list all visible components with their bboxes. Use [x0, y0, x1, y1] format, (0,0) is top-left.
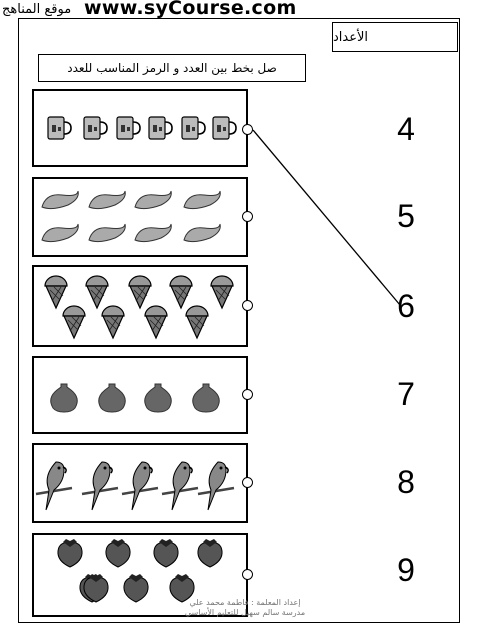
strawberry-icon [83, 574, 109, 603]
strawberry-icon [57, 539, 83, 568]
parrot-icon [121, 461, 159, 511]
strawberry-icon [123, 574, 149, 603]
mug-icon [181, 116, 206, 140]
ice-cream-icon [101, 305, 125, 340]
mango-icon [88, 223, 126, 243]
ice-cream-icon [169, 275, 193, 310]
number-label[interactable]: 8 [397, 464, 415, 500]
connector-dot[interactable] [242, 211, 253, 222]
mango-icon [134, 190, 172, 210]
instruction-text: صل بخط بين العدد و الرمز المناسب للعدد [67, 61, 277, 75]
mug-icon [83, 116, 108, 140]
mug-icon [148, 116, 173, 140]
vase-icon [50, 383, 78, 413]
mug-icon [47, 116, 72, 140]
mango-icon [183, 190, 221, 210]
parrot-icon [81, 461, 119, 511]
vase-icon [144, 383, 172, 413]
connector-dot[interactable] [242, 300, 253, 311]
mango-icon [41, 223, 79, 243]
strawberry-icon [153, 539, 179, 568]
item-icons [35, 116, 237, 603]
ice-cream-icon [144, 305, 168, 340]
vase-icon [98, 383, 126, 413]
number-label[interactable]: 7 [397, 376, 415, 412]
ice-cream-icon [44, 275, 68, 310]
connector-dot[interactable] [242, 569, 253, 580]
parrot-icon [197, 461, 235, 511]
mango-icon [88, 190, 126, 210]
worksheet-title-text: الأعداد [333, 29, 369, 45]
connector-dot[interactable] [242, 124, 253, 135]
mango-icon [134, 223, 172, 243]
number-label[interactable]: 5 [397, 198, 415, 234]
ice-cream-icon [210, 275, 234, 310]
instruction-box: صل بخط بين العدد و الرمز المناسب للعدد [38, 54, 306, 82]
strawberry-icon [197, 539, 223, 568]
site-url: www.syCourse.com [84, 0, 297, 19]
connector-dot[interactable] [242, 389, 253, 400]
mango-icon [183, 223, 221, 243]
parrot-icon [161, 461, 199, 511]
credits-school: مدرسة سالم سهيل للتعليم الأساسي [184, 608, 306, 617]
connector-dot[interactable] [242, 477, 253, 488]
ice-cream-icon [128, 275, 152, 310]
number-label[interactable]: 4 [397, 111, 415, 147]
ice-cream-icon [85, 275, 109, 310]
strawberry-icon [105, 539, 131, 568]
ice-cream-icon [62, 305, 86, 340]
mango-icon [41, 190, 79, 210]
worksheet-title: الأعداد [332, 22, 458, 52]
site-banner: موقع المناهج www.syCourse.com [0, 0, 480, 20]
credits-author: إعداد المعلمة : فاطمة محمد علي [189, 598, 301, 607]
parrot-icon [35, 461, 73, 511]
mug-icon [212, 116, 237, 140]
strawberry-icon [169, 574, 195, 603]
worksheet-frame [18, 18, 460, 623]
credits: إعداد المعلمة : فاطمة محمد علي مدرسة سال… [180, 598, 310, 618]
connection-line [252, 129, 401, 306]
mug-icon [116, 116, 141, 140]
vase-icon [192, 383, 220, 413]
number-label[interactable]: 6 [397, 288, 415, 324]
site-name-arabic: موقع المناهج [2, 2, 72, 17]
ice-cream-icon [185, 305, 209, 340]
number-label[interactable]: 9 [397, 552, 415, 588]
